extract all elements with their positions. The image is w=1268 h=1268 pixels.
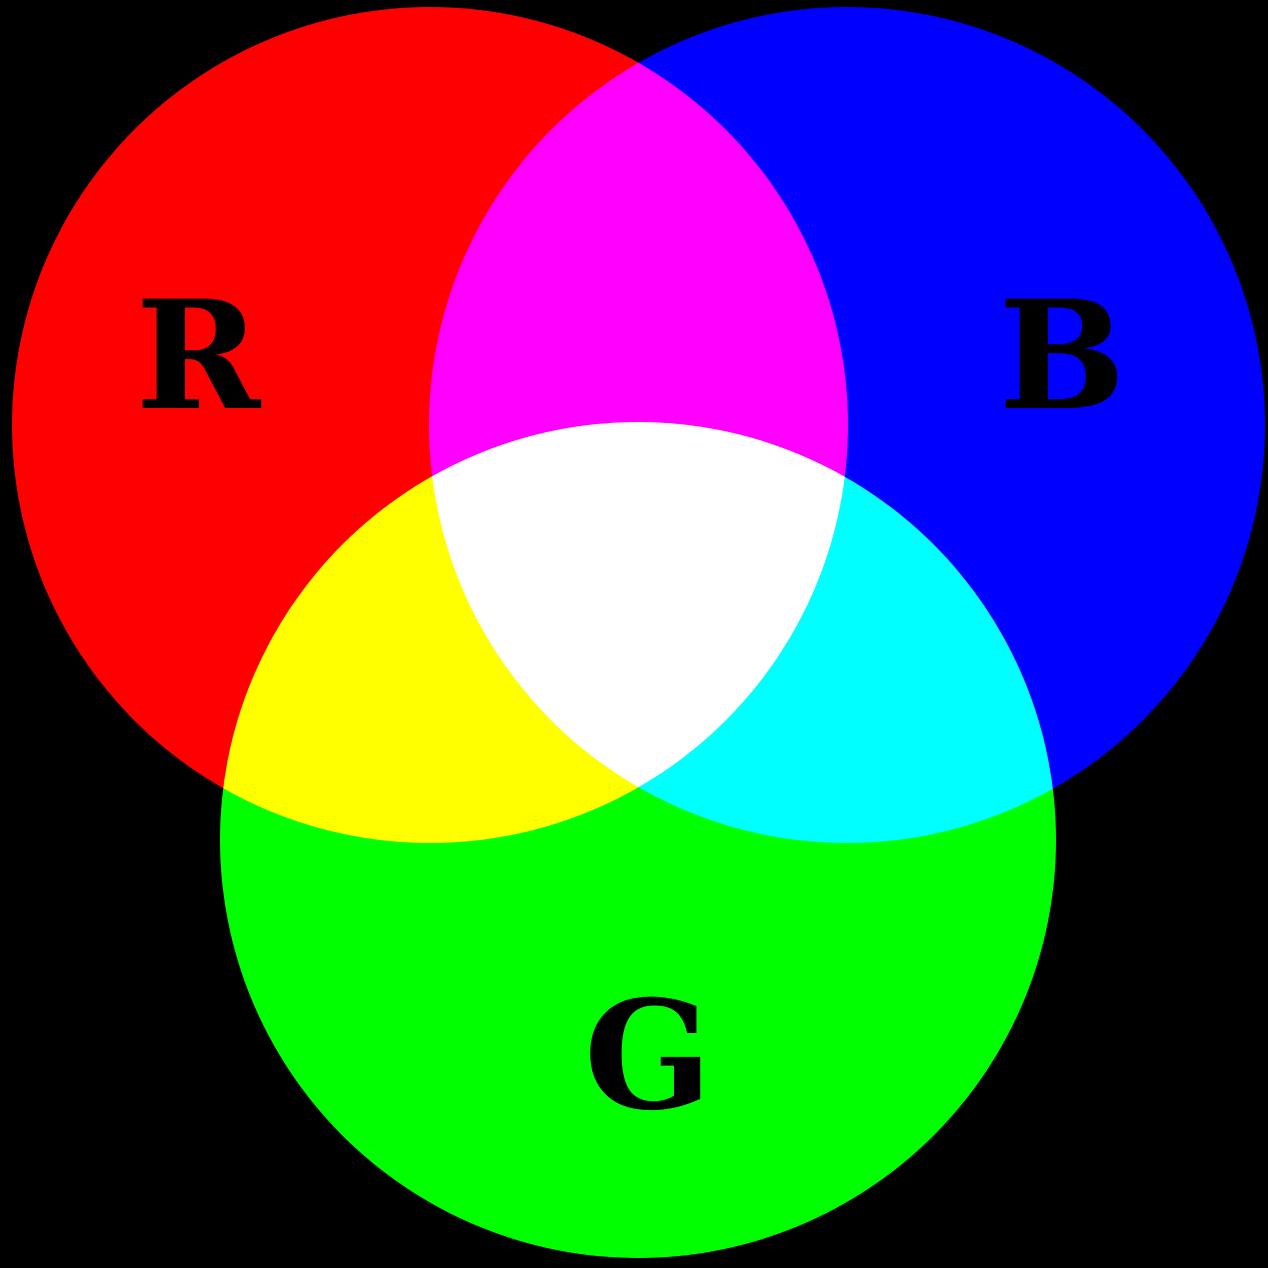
green-circle xyxy=(220,422,1056,1258)
label-r: R xyxy=(136,268,262,444)
label-g: G xyxy=(584,968,712,1144)
label-b: B xyxy=(999,268,1126,444)
